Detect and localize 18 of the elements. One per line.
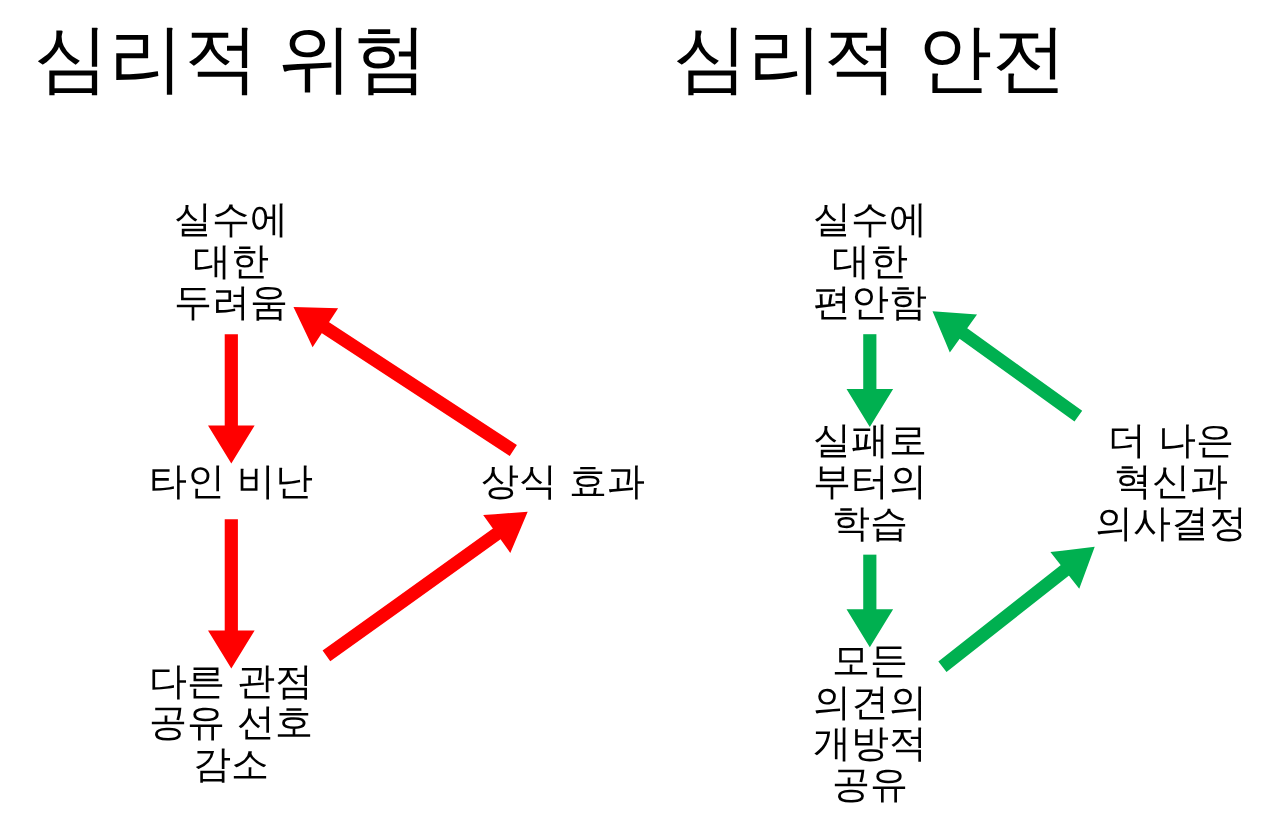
arrow (207, 519, 255, 669)
arrow (846, 554, 893, 648)
node-text: 모든 의견의 개방적 공유 (812, 638, 927, 807)
node-text: 상식 효과 (480, 459, 645, 504)
node-text: 타인 비난 (148, 459, 313, 504)
arrow (846, 334, 893, 428)
arrow (937, 546, 1095, 672)
label: 심리적 위험 (33, 16, 428, 100)
arrow (293, 306, 517, 457)
node-text: 실패로 부터의 학습 (812, 417, 927, 545)
arrow (932, 311, 1082, 422)
node-text: 다른 관점 공유 선호 감소 (148, 658, 313, 786)
arrow (207, 334, 255, 464)
arrow (322, 511, 528, 662)
label: 심리적 안전 (672, 16, 1067, 100)
node-text: 실수에 대한 두려움 (173, 197, 288, 325)
node-text: 더 나은 혁신과 의사결정 (1094, 417, 1247, 545)
node-text: 실수에 대한 편안함 (812, 197, 927, 325)
